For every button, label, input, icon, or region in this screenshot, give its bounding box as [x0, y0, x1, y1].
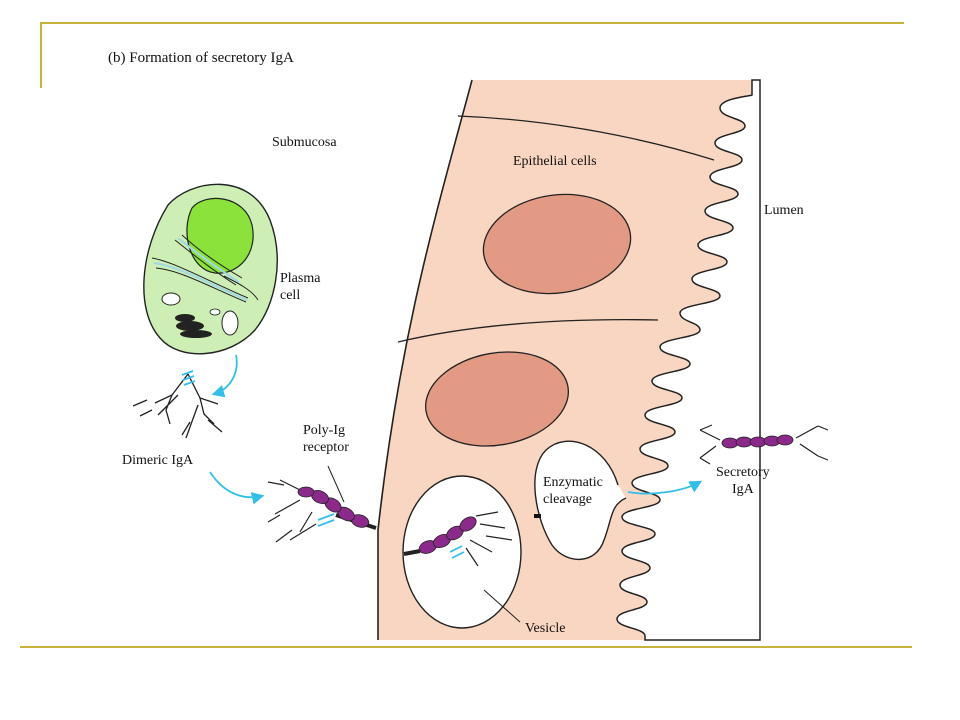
enzymatic-line1: Enzymatic	[543, 475, 603, 490]
secretory-line1: Secretory	[716, 465, 770, 480]
frame-left-line	[40, 22, 42, 88]
poly-ig-pointer	[327, 465, 345, 503]
j-chain	[181, 370, 196, 386]
cleavage-site	[534, 514, 541, 518]
cell-boundary-lower	[397, 319, 659, 343]
vesicle-small	[209, 308, 221, 316]
plasma-line1: Plasma	[280, 271, 321, 286]
endoplasmic-reticulum	[151, 234, 259, 303]
label-plasma-cell: Plasma cell	[280, 270, 320, 304]
golgi	[175, 314, 212, 338]
plasma-cell-nucleus	[186, 197, 254, 274]
label-epithelial-cells: Epithelial cells	[513, 154, 597, 169]
enzymatic-line2: cleavage	[543, 492, 592, 507]
label-submucosa: Submucosa	[272, 135, 337, 150]
frame-bottom-line	[20, 646, 912, 648]
diagram-title: (b) Formation of secretory IgA	[108, 50, 294, 66]
poly-ig-line1: Poly-Ig	[303, 423, 345, 438]
poly-ig-line2: receptor	[303, 440, 349, 455]
er-lumen	[153, 237, 248, 301]
label-poly-ig-receptor: Poly-Ig receptor	[303, 422, 349, 456]
epithelial-nucleus-lower	[424, 351, 570, 447]
vesicle-pointer	[483, 589, 521, 623]
plasma-line2: cell	[280, 288, 301, 303]
label-secretory-iga: Secretory IgA	[716, 464, 770, 498]
cell-boundary-upper	[457, 115, 715, 161]
poly-ig-receptor-complex	[267, 479, 377, 543]
dimeric-iga	[132, 373, 223, 439]
apical-villi	[616, 79, 761, 641]
label-enzymatic-cleavage: Enzymatic cleavage	[543, 474, 603, 508]
epithelial-nucleus-upper	[482, 193, 632, 295]
mitochondria	[161, 292, 239, 336]
label-vesicle: Vesicle	[525, 621, 566, 636]
label-lumen: Lumen	[764, 203, 804, 218]
vesicle-receptor-complex	[403, 511, 513, 567]
flow-arrows	[209, 354, 703, 505]
frame-top-line	[40, 22, 904, 24]
secretory-line2: IgA	[731, 482, 754, 497]
basal-membrane	[377, 79, 473, 640]
label-dimeric-iga: Dimeric IgA	[122, 453, 194, 468]
cleavage-pocket	[534, 440, 627, 561]
secretory-iga	[699, 424, 829, 465]
